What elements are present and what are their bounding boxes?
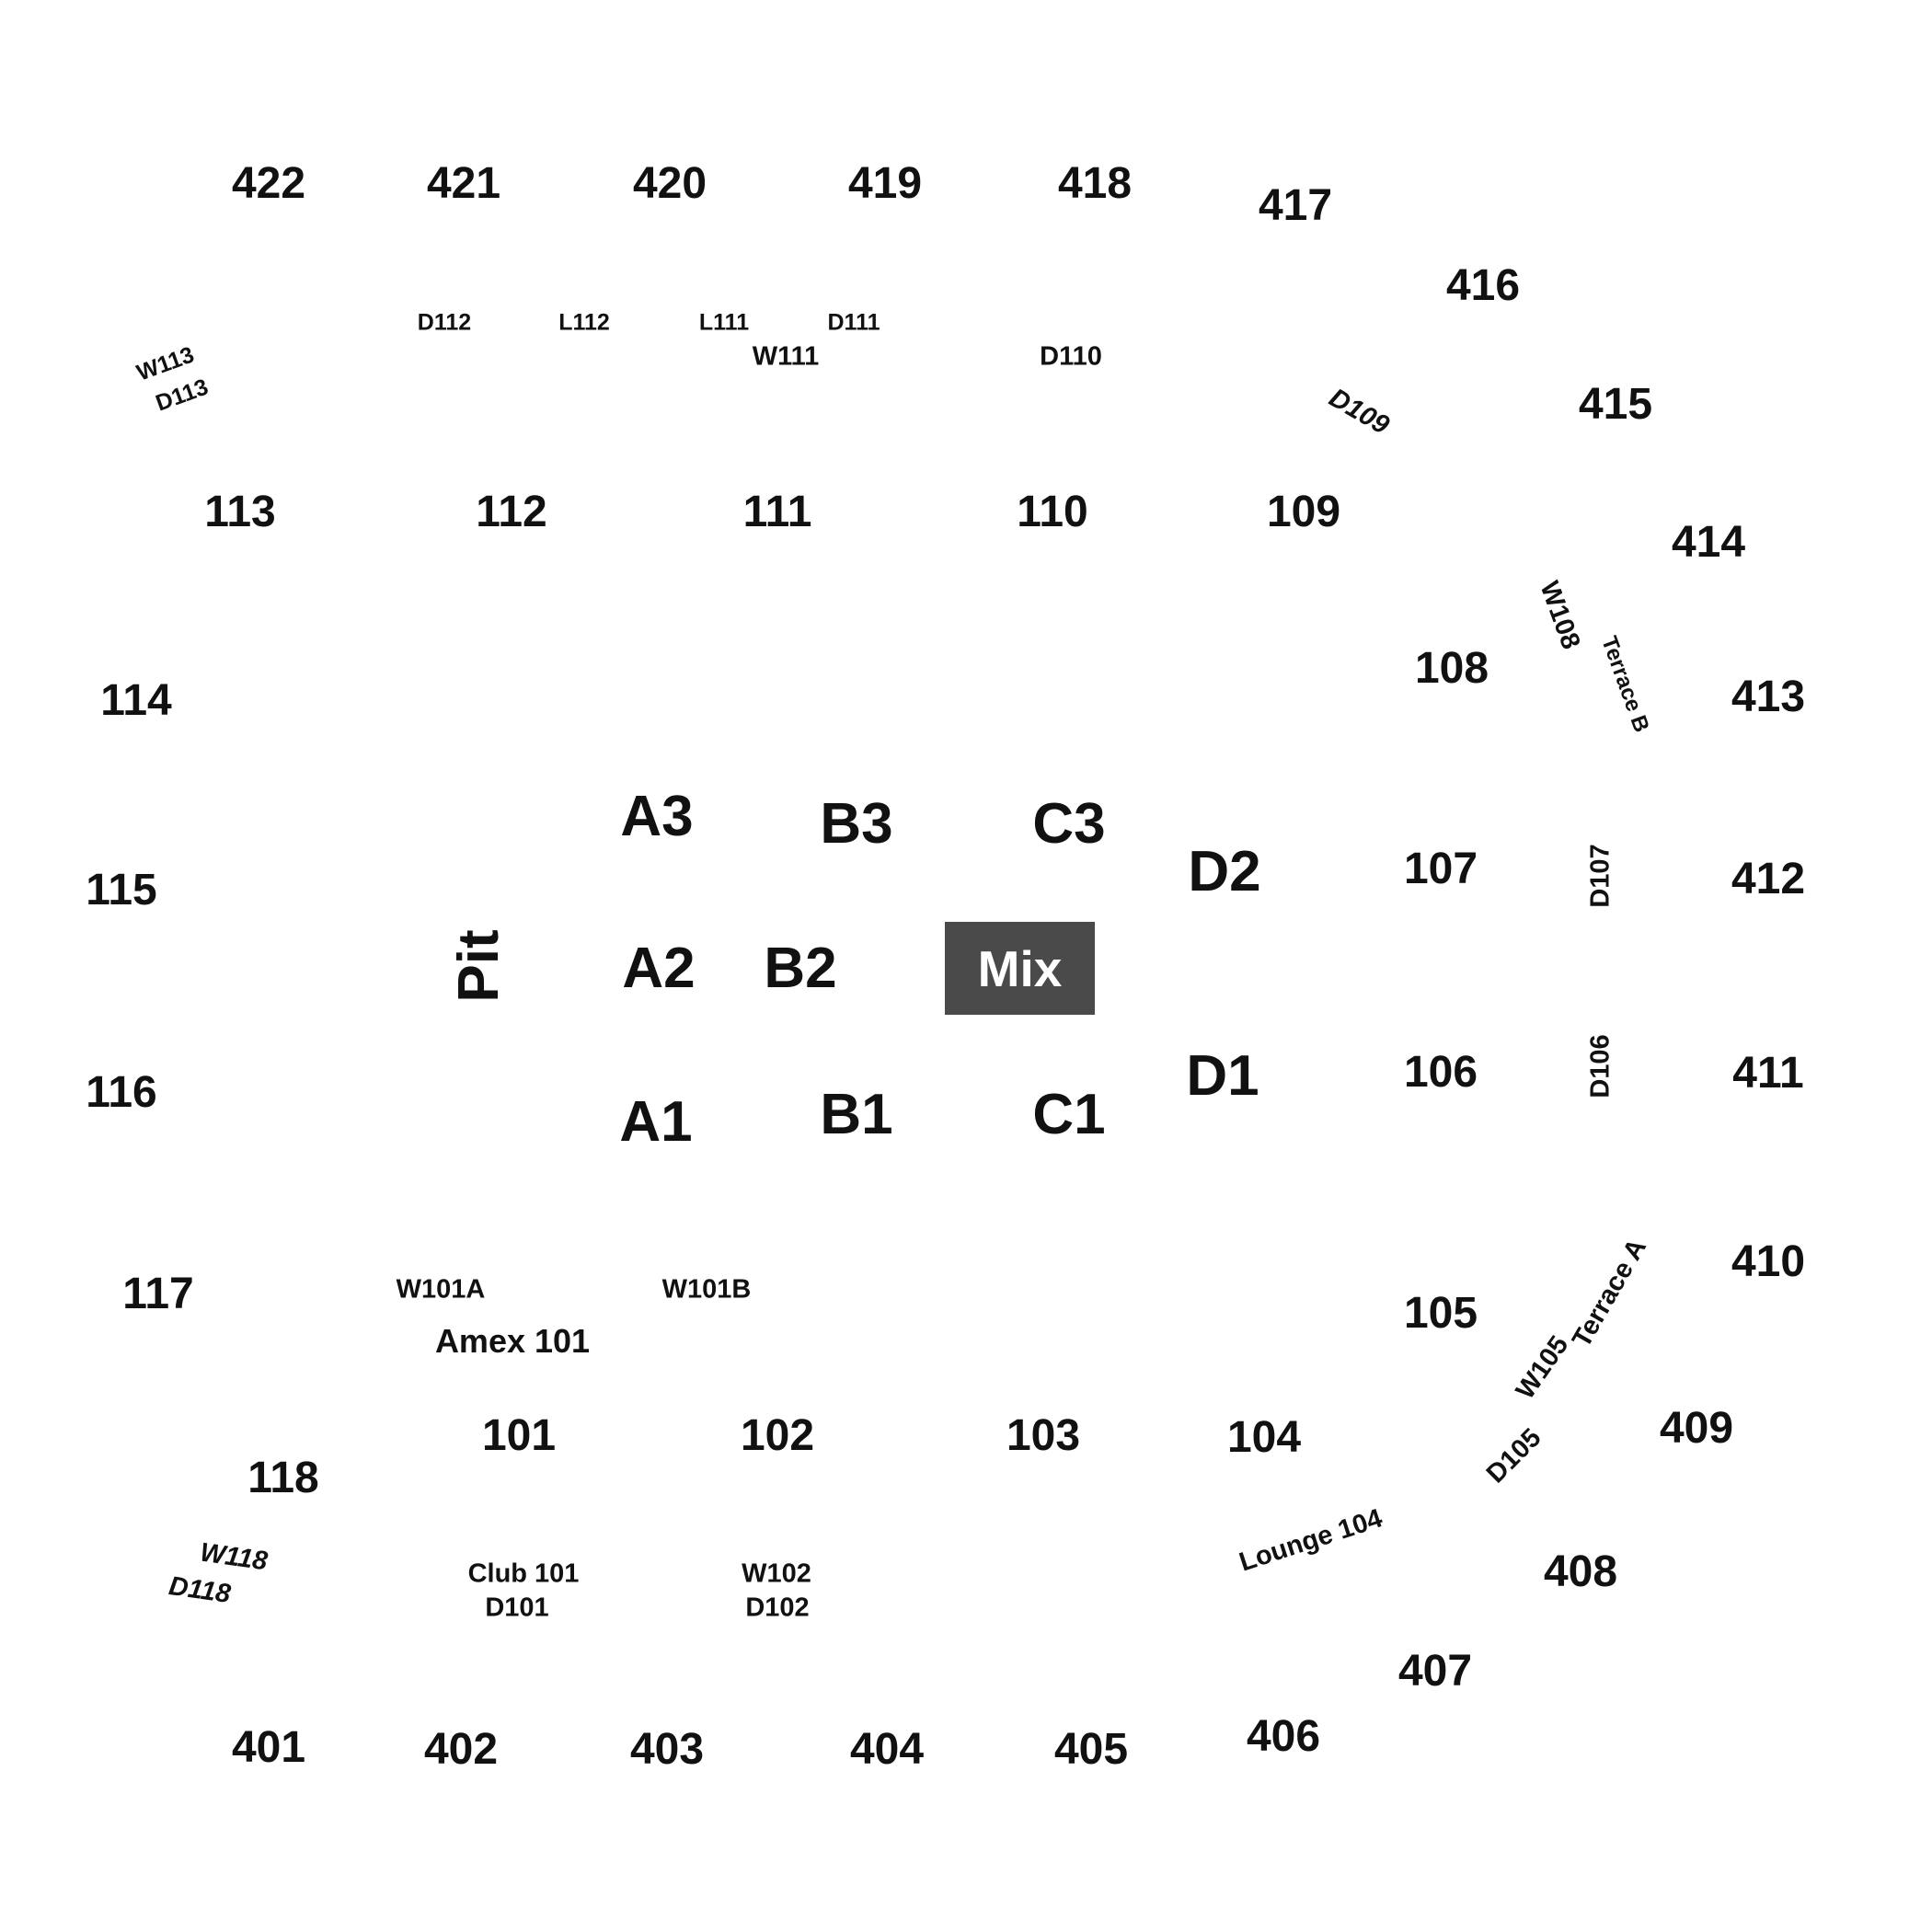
section-409[interactable]: 409 (1659, 1404, 1734, 1453)
section-405[interactable]: 405 (1053, 1725, 1129, 1774)
section-410[interactable]: 410 (1731, 1237, 1806, 1286)
section-105[interactable]: 105 (1403, 1289, 1478, 1338)
label-D110: D110 (1040, 341, 1102, 372)
section-404[interactable]: 404 (849, 1725, 925, 1774)
label-W108: W108 (1534, 577, 1586, 653)
section-109[interactable]: 109 (1266, 488, 1341, 536)
section-411[interactable]: 411 (1732, 1049, 1804, 1098)
section-415[interactable]: 415 (1578, 380, 1653, 429)
section-422[interactable]: 422 (231, 159, 306, 208)
section-104[interactable]: 104 (1226, 1413, 1302, 1462)
section-116[interactable]: 116 (86, 1068, 157, 1117)
label-terrace-B: Terrace B (1596, 633, 1654, 736)
label-D102: D102 (745, 1593, 810, 1623)
label-W105: W105 (1510, 1330, 1575, 1405)
section-421[interactable]: 421 (426, 159, 501, 208)
label-D107: D107 (1585, 844, 1616, 908)
label-D109: D109 (1324, 383, 1395, 441)
label-W101B: W101B (661, 1274, 752, 1305)
floor-A1[interactable]: A1 (619, 1090, 693, 1154)
label-W118: W118 (198, 1537, 270, 1577)
section-106[interactable]: 106 (1403, 1048, 1478, 1097)
floor-D2[interactable]: D2 (1188, 840, 1261, 903)
floor-C1[interactable]: C1 (1032, 1083, 1106, 1146)
section-418[interactable]: 418 (1057, 159, 1133, 208)
label-amex-101: Amex 101 (434, 1322, 591, 1360)
label-terrace-A: Terrace A (1567, 1234, 1653, 1353)
section-113[interactable]: 113 (204, 488, 276, 536)
label-lounge-104: Lounge 104 (1236, 1503, 1386, 1578)
floor-C3[interactable]: C3 (1032, 792, 1106, 856)
label-D112: D112 (417, 309, 472, 336)
floor-B1[interactable]: B1 (820, 1083, 893, 1146)
section-117[interactable]: 117 (122, 1270, 194, 1318)
floor-B3[interactable]: B3 (820, 792, 893, 856)
section-407[interactable]: 407 (1397, 1647, 1473, 1696)
section-402[interactable]: 402 (423, 1725, 499, 1774)
label-W111: W111 (752, 341, 820, 372)
section-414[interactable]: 414 (1671, 518, 1746, 567)
label-D106: D106 (1585, 1034, 1616, 1098)
section-413[interactable]: 413 (1731, 673, 1806, 721)
label-D105: D105 (1480, 1422, 1547, 1489)
floor-pit[interactable]: Pit (447, 929, 511, 1003)
section-403[interactable]: 403 (629, 1725, 705, 1774)
floor-B2[interactable]: B2 (764, 937, 837, 1000)
section-408[interactable]: 408 (1543, 1547, 1618, 1596)
label-L111: L111 (698, 309, 750, 336)
section-406[interactable]: 406 (1246, 1712, 1321, 1761)
section-416[interactable]: 416 (1445, 261, 1521, 310)
section-103[interactable]: 103 (1006, 1411, 1081, 1460)
section-417[interactable]: 417 (1258, 181, 1333, 230)
label-L112: L112 (558, 309, 610, 336)
section-107[interactable]: 107 (1403, 845, 1478, 893)
label-D111: D111 (827, 309, 880, 336)
section-111[interactable]: 111 (742, 488, 812, 536)
floor-A3[interactable]: A3 (620, 785, 694, 848)
label-D101: D101 (485, 1593, 549, 1623)
section-401[interactable]: 401 (231, 1723, 306, 1772)
section-115[interactable]: 115 (86, 866, 157, 914)
label-club-101: Club 101 (467, 1558, 580, 1589)
section-114[interactable]: 114 (100, 676, 172, 725)
floor-A2[interactable]: A2 (622, 937, 696, 1000)
section-412[interactable]: 412 (1731, 855, 1806, 903)
section-118[interactable]: 118 (247, 1454, 319, 1502)
floor-D1[interactable]: D1 (1186, 1044, 1259, 1108)
section-101[interactable]: 101 (481, 1411, 557, 1460)
label-D113: D113 (152, 374, 213, 417)
section-108[interactable]: 108 (1414, 644, 1489, 693)
section-419[interactable]: 419 (847, 159, 923, 208)
label-D118: D118 (167, 1570, 233, 1610)
section-420[interactable]: 420 (632, 159, 707, 208)
label-W101A: W101A (396, 1274, 486, 1305)
section-112[interactable]: 112 (476, 488, 547, 536)
mix-position: Mix (945, 922, 1095, 1015)
section-102[interactable]: 102 (740, 1411, 815, 1460)
label-W102: W102 (742, 1558, 811, 1589)
section-110[interactable]: 110 (1017, 488, 1088, 536)
